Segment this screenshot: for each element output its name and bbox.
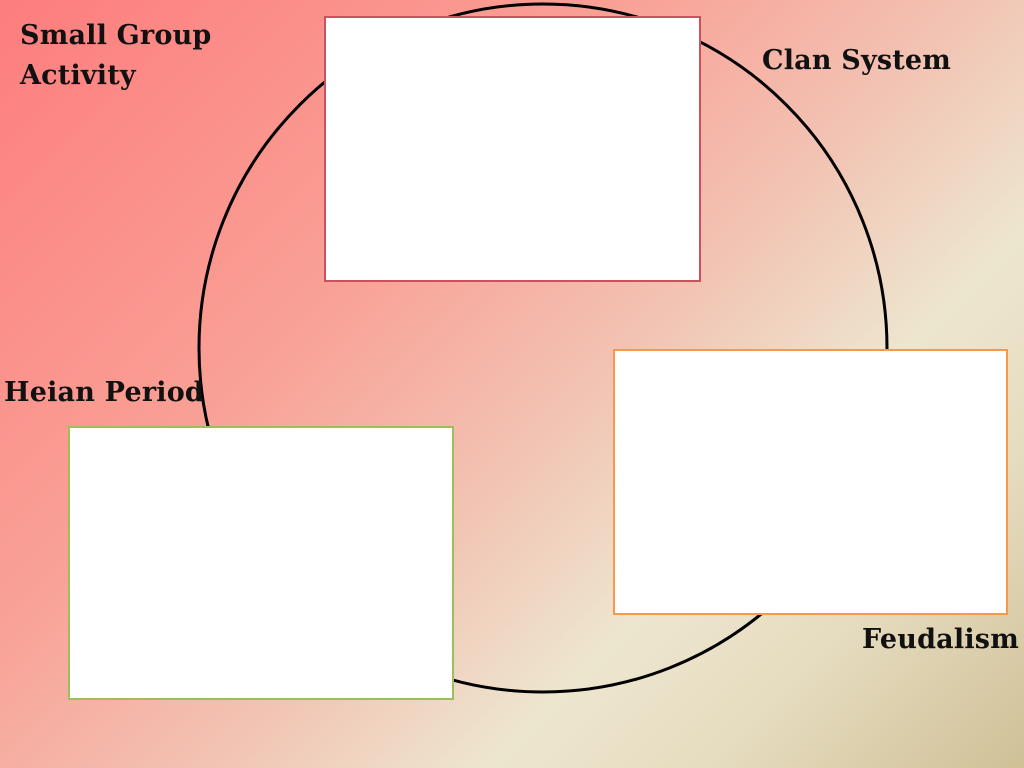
label-clan-system: Clan System — [762, 45, 952, 76]
activity-title-line2: Activity — [20, 60, 136, 91]
activity-title: Small Group Activity — [20, 16, 211, 96]
cycle-ring — [197, 2, 889, 694]
feudalism-answer-box[interactable] — [613, 349, 1008, 615]
label-heian-period: Heian Period — [4, 377, 204, 408]
heian-period-answer-box[interactable] — [68, 426, 454, 700]
label-feudalism: Feudalism — [862, 624, 1019, 655]
clan-system-answer-box[interactable] — [324, 16, 701, 282]
activity-title-line1: Small Group — [20, 20, 212, 51]
